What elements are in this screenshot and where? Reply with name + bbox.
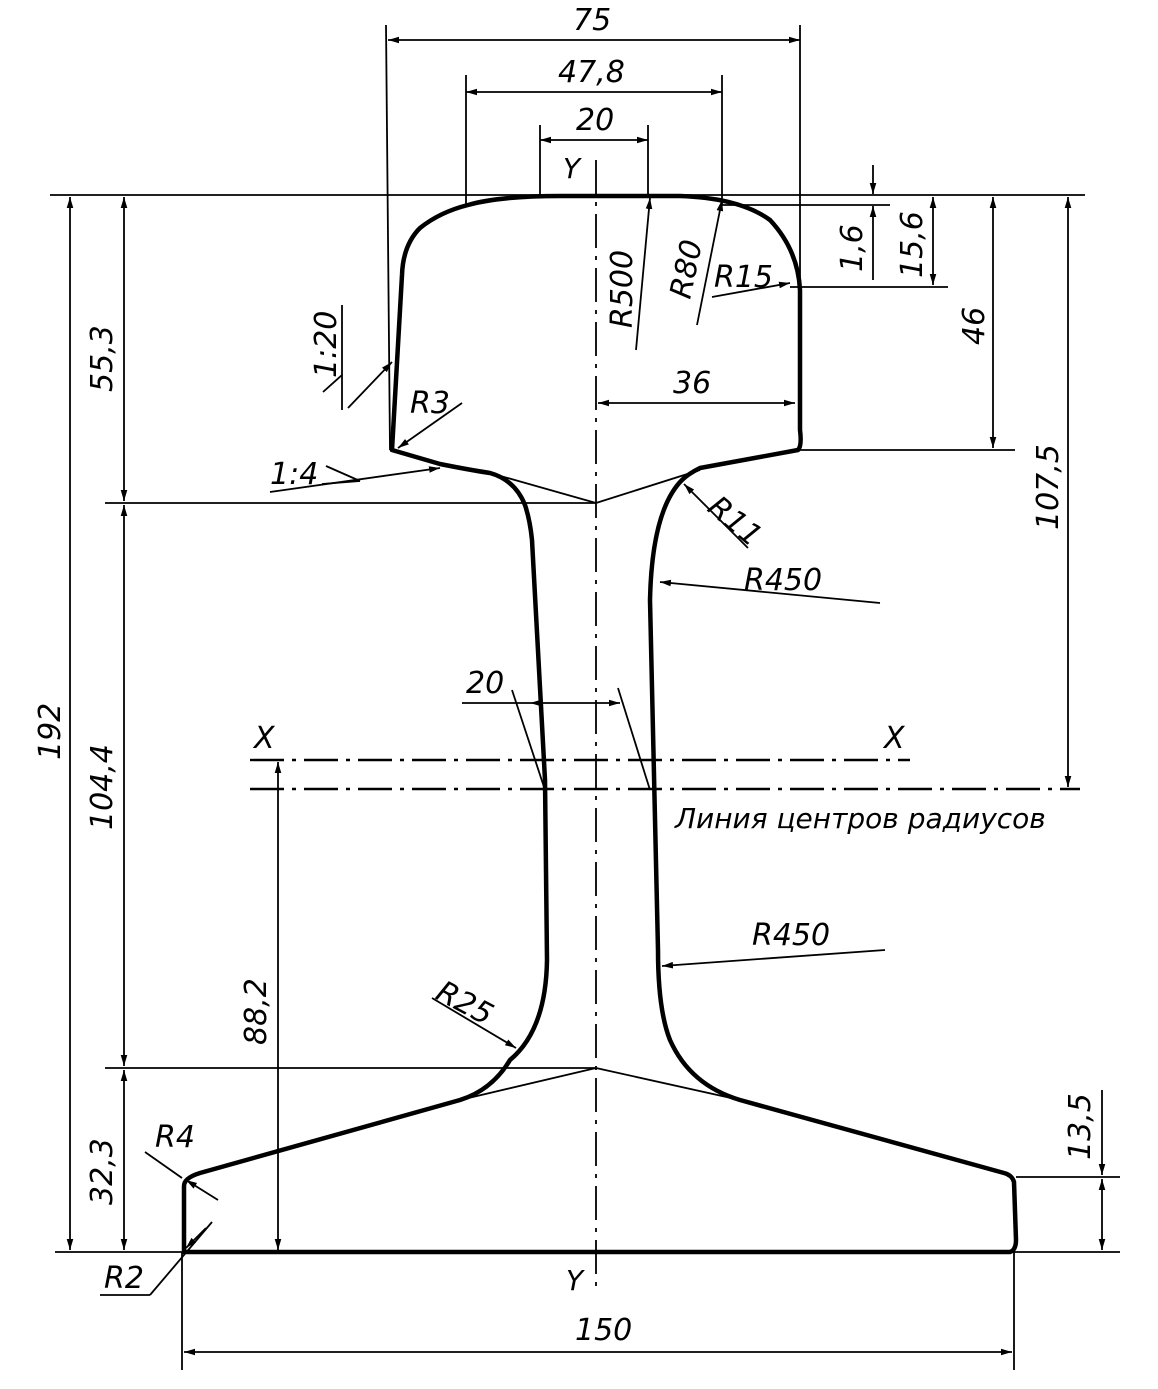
- r500-label: R500: [605, 250, 640, 328]
- rail-outline: [181, 193, 1019, 1255]
- r15-leader: [711, 281, 791, 298]
- slope-1-4-label: 1:4: [270, 457, 318, 492]
- r4-leader: [144, 1151, 183, 1179]
- y-axis-label-top: Y: [563, 152, 582, 185]
- r3-label: R3: [410, 386, 450, 421]
- r80-leader: [696, 199, 724, 326]
- dim-36-label: 36: [673, 366, 711, 401]
- slope-1-4-leader: [269, 466, 441, 493]
- dim-1-6-label: 1,6: [835, 224, 870, 272]
- slope-1-4-mark: [325, 465, 361, 482]
- slope-1-20-mark-b: [322, 374, 343, 393]
- r450-lower-label: R450: [752, 918, 830, 953]
- r25-leader: [431, 997, 517, 1049]
- fillet-line-base-right: [595, 1067, 741, 1101]
- dim-192-label: 192: [33, 703, 68, 760]
- r500-leader: [635, 197, 653, 351]
- fillet-line-base-left: [459, 1067, 597, 1101]
- dim-32-3-label: 32,3: [85, 1138, 120, 1205]
- dim-20-top-label: 20: [576, 103, 614, 138]
- web-center-line-left: [511, 689, 546, 791]
- ext-v-75-left: [385, 24, 391, 451]
- r11-label: R11: [701, 489, 769, 554]
- fillet-line-head-left: [489, 472, 597, 504]
- r3-leader: [397, 402, 463, 449]
- r15-label: R15: [714, 260, 773, 295]
- centers-line-label: Линия центров радиусов: [674, 802, 1046, 835]
- r2-leader-b: [149, 1221, 213, 1296]
- y-axis-label-bottom: Y: [566, 1264, 585, 1297]
- r450-upper-label: R450: [744, 563, 822, 598]
- slope-1-20-label: 1:20: [309, 311, 344, 378]
- r2-arrow: [185, 1227, 207, 1249]
- x-axis-label-left: X: [252, 721, 276, 756]
- r450-lower-leader: [661, 949, 886, 969]
- fillet-line-head-right: [595, 469, 701, 504]
- web-center-line-right: [617, 687, 651, 791]
- r4-label: R4: [155, 1120, 195, 1155]
- slope-1-20-leader: [347, 361, 393, 409]
- r4-leader-b: [185, 1179, 219, 1201]
- dim-47-8-label: 47,8: [558, 55, 625, 90]
- r25-label: R25: [430, 974, 499, 1033]
- dim-55-3-label: 55,3: [85, 325, 120, 392]
- dim-104-4-label: 104,4: [85, 744, 120, 830]
- x-axis-label-right: X: [882, 721, 906, 756]
- dim-150-label: 150: [575, 1313, 632, 1348]
- slope-1-4-mark-b: [321, 480, 361, 485]
- dim-75-label: 75: [573, 3, 611, 38]
- dim-20-web-label: 20: [466, 666, 504, 701]
- dim-107-5-label: 107,5: [1031, 444, 1066, 530]
- r11-leader: [683, 483, 749, 549]
- dim-88-2-label: 88,2: [239, 978, 274, 1045]
- dim-46-label: 46: [957, 307, 992, 345]
- r450-upper-leader: [659, 579, 881, 604]
- r2-label: R2: [104, 1261, 144, 1296]
- dim-13-5-label: 13,5: [1063, 1093, 1098, 1160]
- dim-15-6-label: 15,6: [895, 211, 930, 278]
